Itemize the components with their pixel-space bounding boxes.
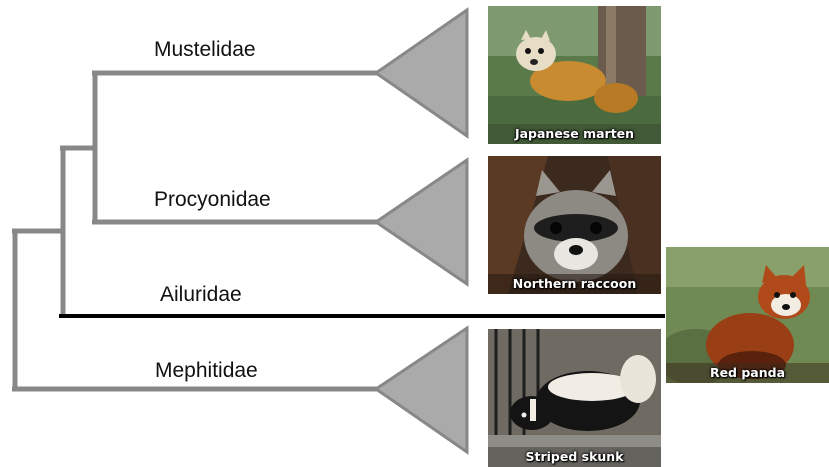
photo-caption-skunk: Striped skunk — [525, 449, 624, 464]
photo-caption-red-panda: Red panda — [709, 365, 786, 380]
clade-label-procyonidae: Procyonidae — [154, 188, 271, 211]
raccoon-illustration — [488, 156, 661, 294]
marten-illustration — [488, 6, 661, 144]
skunk-illustration — [488, 329, 661, 467]
photo-northern-raccoon: Northern raccoon — [488, 156, 661, 294]
photo-caption-marten: Japanese marten — [514, 126, 635, 141]
photo-japanese-marten: Japanese marten — [488, 6, 661, 144]
red-panda-illustration — [666, 247, 829, 383]
photo-caption-raccoon: Northern raccoon — [512, 276, 637, 291]
clade-label-ailuridae: Ailuridae — [160, 283, 242, 306]
clade-triangle-procyonidae — [373, 157, 469, 287]
photo-red-panda: Red panda — [666, 247, 829, 383]
clade-triangle-mephitidae — [373, 325, 469, 455]
clade-triangle-mustelidae — [373, 7, 469, 139]
photo-striped-skunk: Striped skunk — [488, 329, 661, 467]
clade-label-mustelidae: Mustelidae — [154, 38, 256, 61]
clade-label-mephitidae: Mephitidae — [155, 359, 258, 382]
